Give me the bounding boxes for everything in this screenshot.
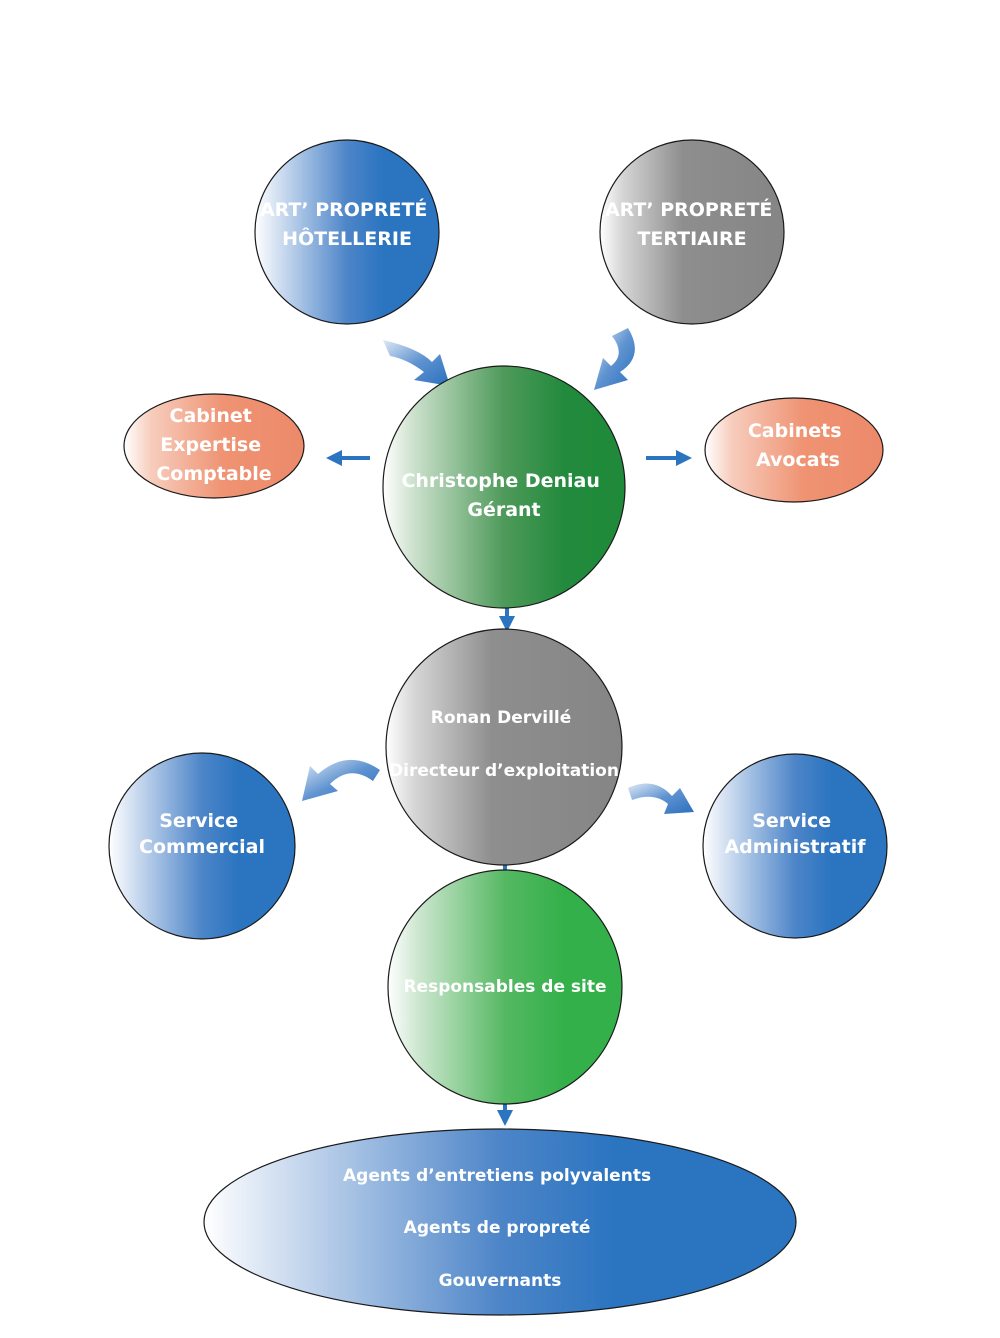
node-text-line: Agents de propreté: [404, 1218, 591, 1238]
node-text-line: Expertise: [160, 434, 261, 456]
arrow-gerant-to-expertise: [326, 450, 370, 466]
curved-arrow-tertiaire-to-gerant: [594, 328, 635, 390]
node-cabinet-expertise-comptable: Cabinet Expertise Comptable: [123, 393, 305, 499]
svg-text:ART’ PROPRETÉ TERTIAIRE: ART’ PROPRETÉ TERTIAIRE: [605, 198, 779, 250]
node-responsables-de-site: Responsables de site: [387, 869, 623, 1105]
node-text-line: Gérant: [467, 499, 540, 521]
node-agents: Agents d’entretiens polyvalents Agents d…: [203, 1128, 797, 1316]
node-text-line: Christophe Deniau: [401, 470, 599, 492]
node-text-line: Commercial: [139, 836, 265, 858]
node-text-line: Ronan Dervillé: [431, 708, 571, 728]
svg-text:Cabinet Expertise: Cabinet Expertise Comptable: [156, 405, 271, 485]
node-text-line: Agents d’entretiens polyvalents: [343, 1166, 651, 1186]
svg-text:Service Administratif: Service Administratif: [724, 810, 866, 858]
node-art-proprete-hotellerie: ART’ PROPRETÉ HÔTELLERIE: [254, 139, 440, 325]
node-text-line: TERTIAIRE: [637, 228, 746, 250]
node-text-line: Service: [752, 810, 831, 832]
node-text-line: Comptable: [156, 463, 271, 485]
node-service-commercial: Service Commercial: [108, 752, 296, 940]
node-text-line: Gouvernants: [439, 1271, 562, 1291]
arrow-gerant-to-avocats: [646, 450, 692, 466]
node-text-line: HÔTELLERIE: [282, 226, 412, 250]
svg-text:Ronan Dervillé Directeur: Ronan Dervillé Directeur d’exploitation: [389, 708, 619, 781]
node-text-line: Avocats: [756, 449, 840, 471]
svg-text:Service Commercial: Service Commercial: [139, 810, 265, 858]
node-text-line: Service: [159, 810, 238, 832]
svg-text:Agents d’entretiens polyvalent: Agents d’entretiens polyvalents Agents d…: [343, 1166, 657, 1291]
svg-text:Cabinets Avocats: Cabinets Avocats: [748, 420, 848, 471]
node-directeur: Ronan Dervillé Directeur d’exploitation: [385, 628, 623, 866]
node-art-proprete-tertiaire: ART’ PROPRETÉ TERTIAIRE: [599, 139, 785, 325]
node-text-line: Responsables de site: [403, 977, 606, 997]
svg-text:Christophe Deniau Gérant: Christophe Deniau Gérant: [401, 470, 606, 521]
node-text-line: Cabinet: [170, 405, 252, 427]
node-gerant: Christophe Deniau Gérant: [382, 365, 626, 609]
node-service-administratif: Service Administratif: [702, 753, 888, 939]
node-cabinets-avocats: Cabinets Avocats: [704, 397, 884, 503]
node-text-line: ART’ PROPRETÉ: [605, 198, 772, 221]
node-text-line: Cabinets: [748, 420, 842, 442]
svg-text:Responsables de site: Responsables de site: [403, 977, 606, 997]
curved-arrow-hotellerie-to-gerant: [383, 340, 450, 386]
curved-arrow-directeur-to-commercial: [302, 759, 380, 801]
svg-text:ART’ PROPRETÉ HÔTELLERIE: ART’ PROPRETÉ HÔTELLERIE: [260, 198, 434, 250]
node-text-line: ART’ PROPRETÉ: [260, 198, 427, 221]
node-text-line: Administratif: [724, 836, 866, 858]
curved-arrow-directeur-to-administratif: [628, 783, 694, 814]
node-text-line: Directeur d’exploitation: [389, 761, 619, 781]
